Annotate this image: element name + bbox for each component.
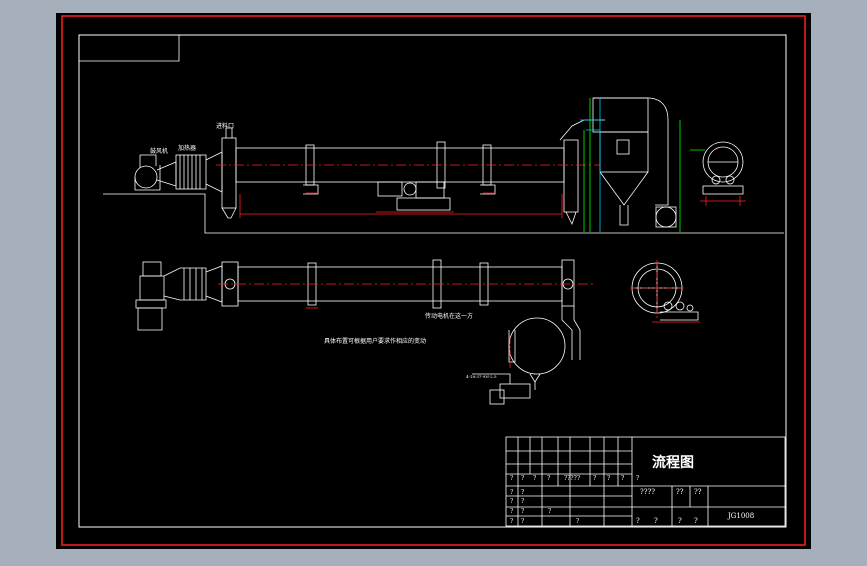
tb-col-a-cell: ? — [510, 498, 513, 505]
tb-row1-cell: ? — [547, 475, 550, 482]
drawing-frame — [78, 34, 787, 528]
model-space — [56, 13, 811, 549]
drive-motor-icon — [377, 181, 451, 211]
tb-row2-cell: ? — [521, 508, 524, 515]
fan-model-label: 4-18-37-9N-2.5 — [466, 374, 497, 379]
end-view-icon — [702, 141, 744, 195]
tb-right-cell: ? — [548, 508, 551, 515]
tb-col-a-cell: ? — [510, 489, 513, 496]
tb-mid-cell: ???? — [640, 488, 655, 496]
tb-bot-cell: ? — [678, 517, 682, 525]
tb-row1-cell: ? — [607, 475, 610, 482]
annotation-texts: 鼓风机 加热器 进料口 传动电机在这一方 具体布置可根据用户要求作相应的变动 4… — [150, 122, 497, 379]
tb-col-a-cell: ? — [510, 518, 513, 525]
ground-line — [103, 193, 784, 234]
tb-row1-cell: ????? — [564, 475, 580, 482]
tb-col-a-cell: ? — [510, 508, 513, 515]
corner-block — [79, 35, 180, 62]
blower-label: 鼓风机 — [150, 147, 168, 155]
aux-lines — [580, 98, 705, 232]
tb-row1-cell: ? — [593, 475, 596, 482]
drawing-title: 流程图 — [652, 454, 694, 471]
tb-row1-cell: ? — [636, 475, 639, 482]
plan-cyclone-icon — [472, 317, 566, 405]
tb-mid-cell: ?? — [694, 488, 702, 496]
title-block — [505, 436, 786, 527]
tb-row2-cell: ? — [521, 518, 524, 525]
tb-row2-cell: ? — [521, 489, 524, 496]
tb-mid-cell: ?? — [676, 488, 684, 496]
elevation-view — [103, 97, 784, 234]
sheet-border — [61, 15, 806, 546]
tb-right-cell: ? — [576, 518, 579, 525]
elevation-dimensions — [216, 164, 746, 218]
tb-row1-cell: ? — [521, 475, 524, 482]
tb-bot-cell: ? — [654, 517, 658, 525]
plan-dimensions — [218, 260, 700, 370]
heater-label: 加热器 — [178, 144, 196, 152]
plan-blower-icon — [135, 261, 167, 331]
title-block-text: 流程图 JG1008 ? ? ? ? ????? ? ? ? ? ? ? ? ?… — [510, 454, 754, 525]
install-note-label: 具体布置可根据用户要求作相应的变动 — [324, 337, 426, 345]
tb-row1-cell: ? — [510, 475, 513, 482]
tb-row1-cell: ? — [621, 475, 624, 482]
feed-inlet-label: 进料口 — [216, 122, 234, 130]
tb-bot-cell: ? — [636, 517, 640, 525]
tb-row1-cell: ? — [533, 475, 536, 482]
drawing-number: JG1008 — [727, 512, 754, 520]
tb-row2-cell: ? — [521, 498, 524, 505]
drive-note-label: 传动电机在这一方 — [425, 312, 473, 320]
tb-bot-cell: ? — [694, 517, 698, 525]
